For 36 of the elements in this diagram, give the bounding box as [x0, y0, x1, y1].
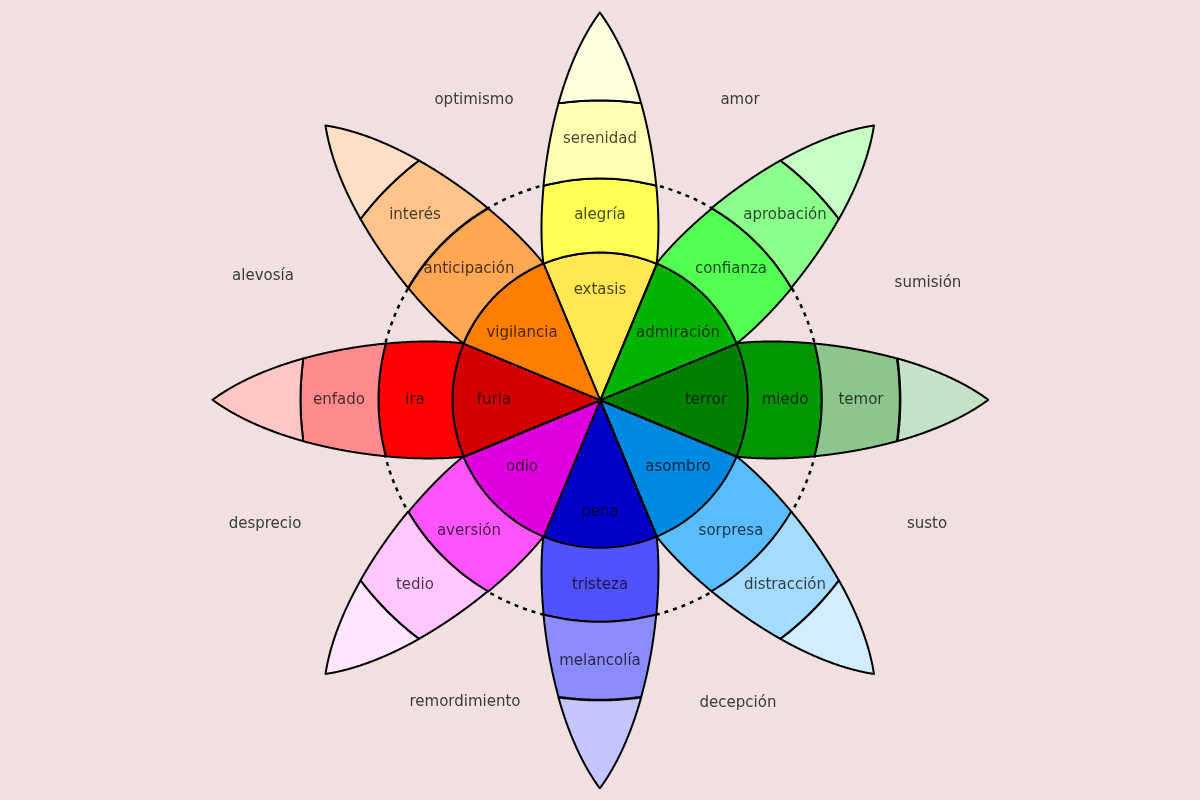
petal-segment: [542, 98, 658, 187]
dyad-label: optimismo: [434, 91, 514, 109]
dyad-label: susto: [906, 515, 948, 533]
emotion-label: pena: [581, 503, 619, 521]
emotion-label: vigilancia: [486, 324, 558, 342]
emotion-label: confianza: [694, 260, 768, 278]
dyad-label: alevosía: [232, 267, 294, 285]
petal-tip: [895, 357, 990, 443]
emotion-label: serenidad: [562, 130, 637, 148]
emotion-label: terror: [684, 391, 728, 409]
emotion-label: asombro: [645, 458, 711, 476]
petal-tip: [557, 10, 643, 105]
emotion-label: aversión: [436, 522, 502, 540]
petal-segment: [813, 342, 902, 458]
petal-segment: [298, 342, 387, 458]
emotion-label: furia: [476, 391, 512, 409]
dyad-label: remordimiento: [409, 693, 521, 711]
emotion-label: melancolía: [559, 652, 641, 670]
dyad-label: amor: [720, 91, 760, 109]
emotion-label: distracción: [743, 576, 827, 594]
dyad-label: desprecio: [228, 515, 302, 533]
dyad-label: decepción: [699, 694, 777, 712]
emotion-label: odio: [505, 458, 538, 476]
petal-tip: [210, 357, 305, 443]
dyad-label: sumisión: [894, 274, 962, 292]
emotion-label: sorpresa: [698, 522, 764, 540]
emotion-label: temor: [838, 391, 884, 409]
emotion-label: enfado: [313, 391, 365, 409]
petal-tip: [557, 695, 643, 790]
emotion-label: aprobación: [743, 206, 827, 224]
emotion-label: extasis: [573, 281, 627, 299]
emotion-label: tedio: [396, 576, 434, 594]
emotion-label: interés: [389, 206, 441, 224]
emotion-label: admiración: [636, 324, 720, 342]
emotion-label: anticipación: [423, 260, 515, 278]
petal-segment: [542, 613, 658, 702]
